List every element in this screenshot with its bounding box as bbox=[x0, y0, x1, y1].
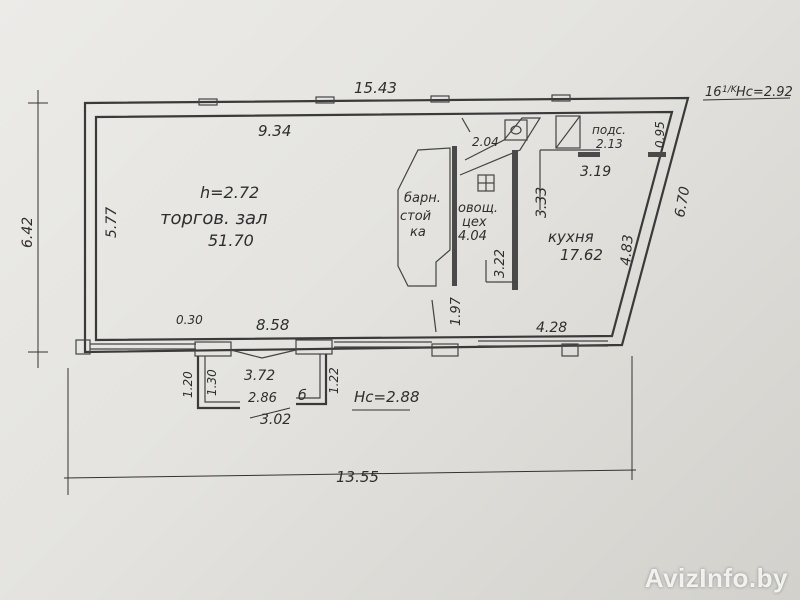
door-leaf bbox=[431, 299, 437, 333]
hall-left-dim: 5.77 bbox=[104, 207, 120, 238]
porch-width: 3.72 bbox=[244, 368, 275, 384]
door-leaf bbox=[461, 117, 471, 133]
kitchen-area: 17.62 bbox=[560, 246, 603, 264]
window-mark bbox=[431, 343, 459, 357]
door-gap: 1.97 bbox=[449, 296, 464, 326]
watermark: AvizInfo.by bbox=[644, 563, 788, 593]
veg-label-1: овощ. bbox=[458, 201, 498, 216]
front-width: 8.58 bbox=[256, 316, 289, 334]
bar-label-1: барн. bbox=[404, 191, 441, 206]
porch-left-outer: 1.20 bbox=[181, 371, 195, 398]
porch-left-inner: 1.30 bbox=[205, 369, 219, 396]
hall-width: 9.34 bbox=[258, 122, 291, 140]
porch-step bbox=[261, 349, 297, 359]
dim-leader bbox=[702, 97, 791, 101]
left-height-dim: 6.42 bbox=[20, 217, 36, 248]
storage-wall bbox=[578, 152, 600, 157]
right-height-dim: 6.70 bbox=[672, 185, 693, 219]
window-mark bbox=[198, 98, 218, 106]
outer-wall bbox=[83, 96, 690, 354]
front-left: 0.30 bbox=[176, 313, 203, 327]
trade-hall-label: торгов. зал bbox=[160, 208, 268, 229]
porch-inner: 2.86 bbox=[248, 391, 277, 406]
porch-outline bbox=[196, 354, 328, 410]
storage-area: 2.13 bbox=[596, 137, 623, 151]
dim-bottom-length bbox=[63, 469, 637, 479]
window-mark bbox=[315, 96, 335, 104]
porch-pillar bbox=[194, 341, 232, 357]
bar-label-3: ка bbox=[410, 225, 426, 240]
storage-hatch bbox=[555, 115, 581, 149]
storage-wall bbox=[648, 152, 666, 157]
trade-hall-area: 51.70 bbox=[208, 231, 254, 250]
kitchen-label: кухня bbox=[548, 228, 594, 246]
storage-box bbox=[555, 115, 581, 149]
bar-label-2: стой bbox=[400, 209, 431, 224]
kitchen-height: 3.33 bbox=[534, 187, 550, 218]
veg-depth: 3.22 bbox=[493, 249, 508, 278]
porch-height: Hс=2.88 bbox=[354, 388, 420, 406]
corner-height: Hс=2.92 bbox=[736, 85, 793, 100]
inner-wall-line bbox=[94, 110, 674, 342]
porch-letter: б bbox=[298, 388, 307, 404]
kitchen-bottom: 4.28 bbox=[536, 320, 567, 336]
corridor-dim: 3.19 bbox=[580, 164, 611, 180]
window-mark bbox=[75, 339, 91, 355]
corner-fraction: 1/K bbox=[722, 85, 738, 95]
dim-leader bbox=[249, 407, 291, 419]
window-mark bbox=[430, 95, 450, 103]
storage-depth: 0.95 bbox=[653, 121, 667, 148]
bar-counter-wall bbox=[452, 146, 457, 286]
total-length-bottom: 13.55 bbox=[336, 468, 379, 486]
bar-counter-outline bbox=[397, 147, 451, 287]
porch-right: 1.22 bbox=[327, 367, 341, 394]
storage-label: подс. bbox=[592, 123, 626, 137]
wc-fixture bbox=[504, 119, 528, 141]
veg-area: 4.04 bbox=[458, 229, 487, 244]
veg-shop-wall bbox=[512, 150, 518, 290]
veg-shop-outline bbox=[459, 117, 542, 176]
total-length-top: 15.43 bbox=[354, 79, 397, 97]
veg-label-2: цех bbox=[462, 215, 487, 230]
porch-bottom: 3.02 bbox=[260, 412, 291, 428]
kitchen-right: 4.83 bbox=[618, 234, 637, 266]
porch-step bbox=[230, 349, 263, 359]
porch-pillar bbox=[295, 339, 333, 355]
corner-ref: 16 bbox=[705, 85, 722, 100]
wc-dim: 2.04 bbox=[472, 135, 499, 149]
window-mark bbox=[551, 94, 571, 102]
window-mark bbox=[561, 343, 579, 357]
ceiling-height: h=2.72 bbox=[200, 183, 259, 202]
porch-inner bbox=[204, 354, 321, 403]
wc-bowl bbox=[510, 125, 522, 135]
